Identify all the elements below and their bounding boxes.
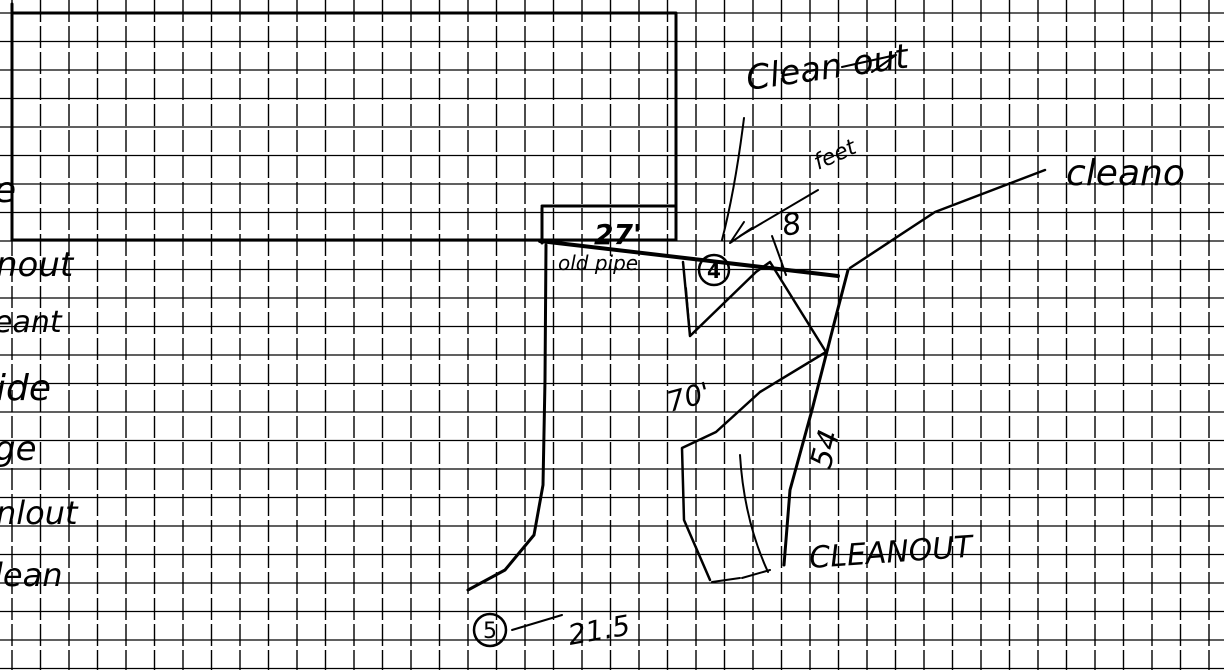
left-note-2: nout [0, 245, 75, 285]
pipe-run-70ft [680, 260, 828, 582]
measure-21-5-label: 21.5 [565, 609, 632, 652]
clean-out-top-label: Clean out [744, 36, 913, 99]
measure-8-label: 8 [779, 206, 804, 244]
measure-27-label: 27' [594, 218, 642, 251]
pipe-run-27ft [538, 204, 840, 278]
left-note-4: ide [0, 368, 51, 409]
measure-21-5-leader [511, 614, 563, 631]
pipe-run-54ft [782, 268, 850, 567]
cleanout-bottom-label: CLEANOUT [808, 529, 976, 576]
arc-pencil-marks [685, 117, 787, 583]
cleanout-right-label: cleano [1066, 153, 1185, 194]
node-5-circle [472, 612, 508, 648]
left-note-1: e [0, 170, 16, 211]
feet-label: feet [810, 134, 861, 175]
pipe-run-21-5ft [466, 243, 548, 592]
feet-dimension-arrow [729, 189, 819, 244]
node-5-label: 5 [483, 619, 497, 644]
clean-out-arrow [841, 54, 897, 73]
node-4-circle [697, 253, 731, 287]
node-4-label: 4 [707, 259, 721, 283]
left-margin-notes: e nout eant ide ge nlout lean [0, 170, 79, 594]
left-note-7: lean [0, 556, 62, 594]
old-pipe-label: old pipe [558, 251, 638, 275]
pipe-run-to-cleanout-right [848, 168, 1047, 270]
left-note-3: eant [0, 305, 63, 340]
left-note-6: nlout [0, 494, 79, 532]
building-outline [10, 2, 678, 242]
left-note-5: ge [0, 429, 37, 469]
